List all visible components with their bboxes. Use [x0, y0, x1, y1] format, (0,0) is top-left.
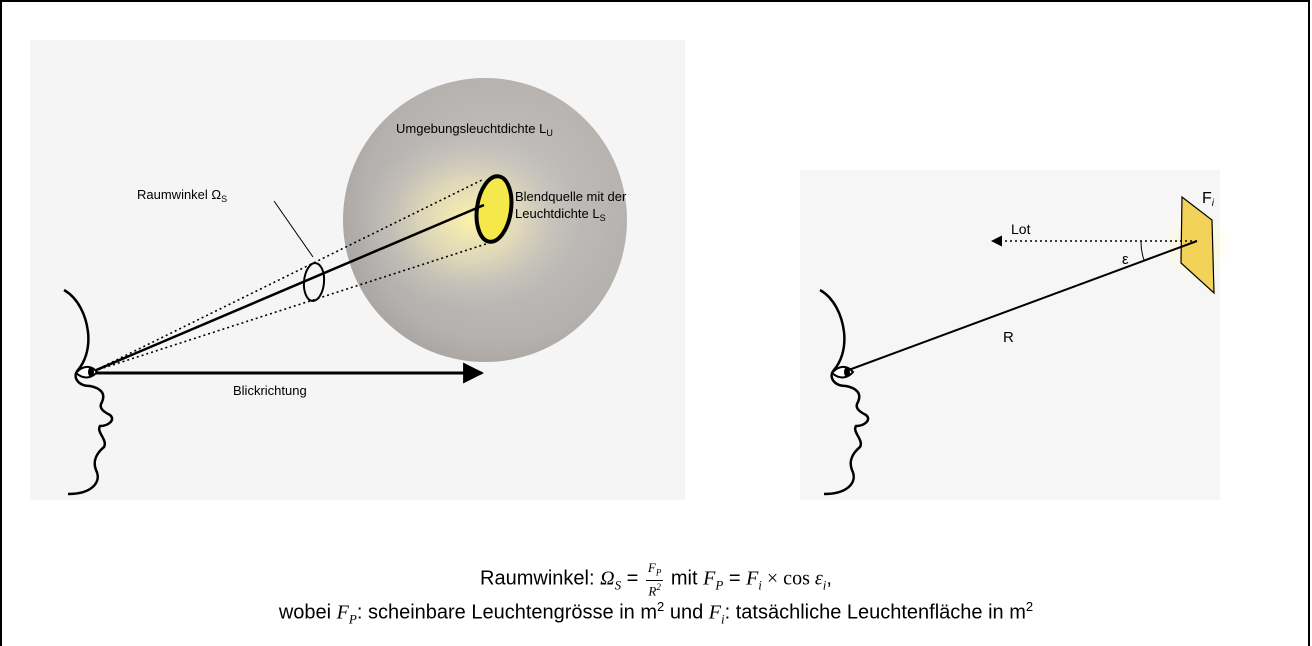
glare-source-label-line2: Leuchtdichte LS	[515, 206, 606, 223]
glare-solid-angle-diagram: Umgebungsleuchtdichte LU Raumwinkel ΩS B…	[30, 40, 685, 500]
formula-line-2: wobei FP: scheinbare Leuchtengrösse in m…	[278, 599, 1034, 627]
sight-line	[93, 203, 485, 373]
distance-line	[845, 240, 1198, 372]
glare-source-label-line1: Blendquelle mit der	[515, 189, 627, 204]
apparent-area-diagram: Fi Lot ε R	[800, 170, 1236, 500]
eye-pupil-right	[844, 367, 850, 377]
angle-label: ε	[1122, 251, 1129, 268]
solid-angle-ellipse	[302, 262, 326, 302]
normal-label: Lot	[1011, 221, 1031, 237]
viewing-direction-label: Blickrichtung	[233, 383, 307, 398]
distance-label: R	[1003, 329, 1014, 346]
surrounding-luminance-label: Umgebungsleuchtdichte LU	[396, 121, 553, 138]
solid-angle-leader	[273, 200, 314, 258]
right-panel-background	[800, 170, 1220, 500]
glare-glow	[360, 130, 580, 310]
eye-pupil	[88, 367, 94, 377]
angle-arc	[1140, 240, 1145, 261]
area-label: Fi	[1202, 190, 1215, 209]
face-profile	[63, 288, 114, 496]
face-profile-right	[819, 288, 870, 496]
solid-angle-label: Raumwinkel ΩS	[137, 187, 227, 204]
